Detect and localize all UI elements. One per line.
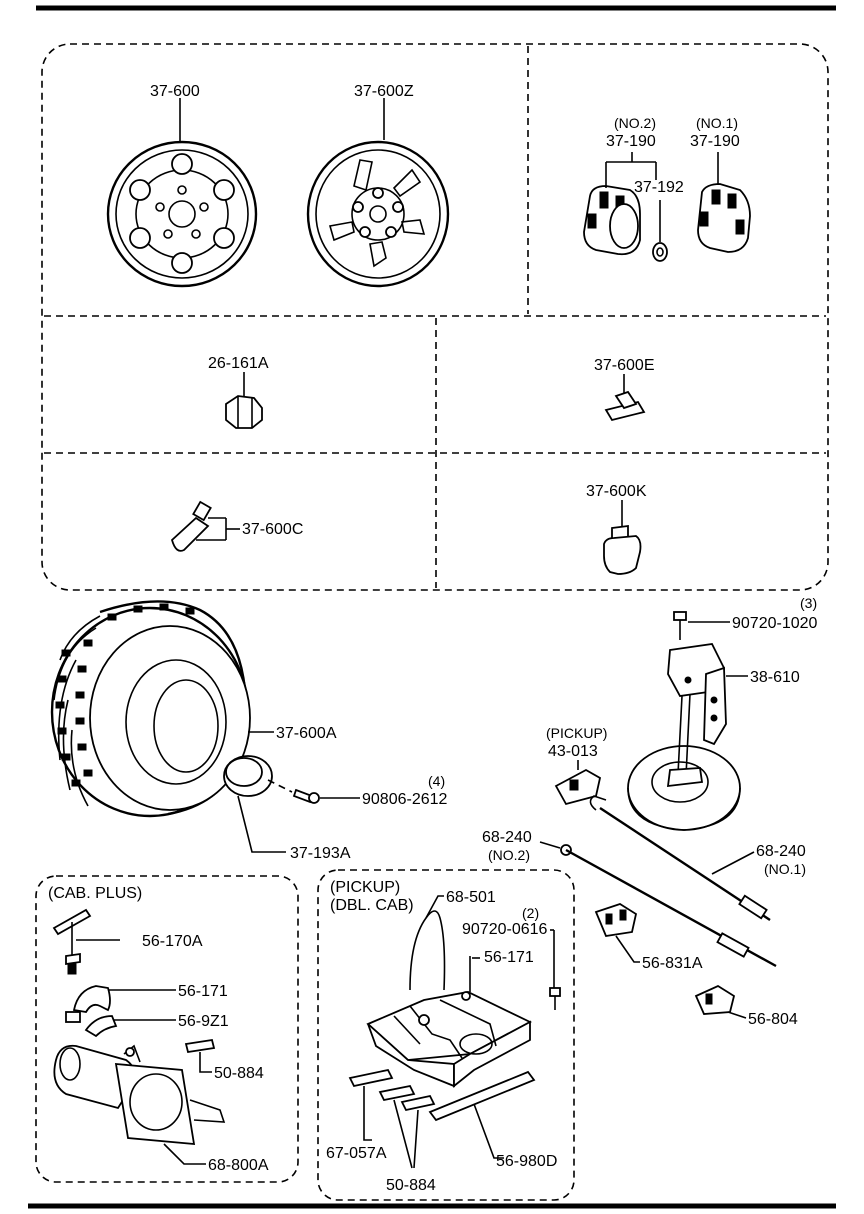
cab-plus-panel: [35, 875, 299, 1183]
pickup-title-1: (PICKUP): [330, 879, 400, 896]
spare-tire: [50, 600, 251, 818]
clip-56-831a: [594, 903, 638, 937]
note-37-190-no2: (NO.2): [614, 115, 656, 131]
cab-plus-title: (CAB. PLUS): [48, 885, 142, 902]
steel-wheel: [106, 140, 258, 288]
label-90806-2612: 90806-2612: [362, 791, 448, 808]
note-43-013: (PICKUP): [546, 725, 607, 741]
label-43-013: 43-013: [548, 743, 598, 760]
label-56-170a: 56-170A: [142, 933, 203, 950]
hub-cap: [223, 755, 273, 797]
part-50-884-left: [184, 1038, 216, 1054]
part-56-9z1: [84, 1015, 118, 1038]
tire-tread-pattern: [55, 603, 195, 787]
label-56-980d: 56-980D: [496, 1153, 557, 1170]
tire-valve: [170, 500, 212, 552]
part-56-171-left: [65, 985, 111, 1023]
clip-56-804: [694, 984, 736, 1015]
part-56-170a: [52, 908, 92, 975]
label-38-610: 38-610: [750, 669, 800, 686]
note-68-240-no2: (NO.2): [488, 847, 530, 863]
storage-tray: [366, 991, 532, 1088]
label-37-600: 37-600: [150, 83, 200, 100]
label-37-193a: 37-193A: [290, 845, 351, 862]
label-37-190-no2: 37-190: [606, 133, 656, 150]
mat-56-980d: [428, 1070, 536, 1122]
label-50-884-left: 50-884: [214, 1065, 264, 1082]
center-cap-no2: [583, 185, 641, 256]
label-56-9z1: 56-9Z1: [178, 1013, 229, 1030]
label-68-800a: 68-800A: [208, 1157, 269, 1174]
label-37-600e: 37-600E: [594, 357, 655, 374]
bolt-90720-0616: [549, 987, 561, 1010]
label-67-057a: 67-057A: [326, 1145, 387, 1162]
label-56-171-left: 56-171: [178, 983, 228, 1000]
label-68-240-no1: 68-240: [756, 843, 806, 860]
label-68-501: 68-501: [446, 889, 496, 906]
pickup-title-2: (DBL. CAB): [330, 897, 414, 914]
bolt-90806-2612: [292, 788, 320, 804]
label-37-600k: 37-600K: [586, 483, 647, 500]
note-68-240-no1: (NO.1): [764, 861, 806, 877]
storage-bracket-68-800a: [53, 1044, 226, 1146]
note-37-190-no1: (NO.1): [696, 115, 738, 131]
label-90720-0616: 90720-0616: [462, 921, 548, 938]
label-50-884-bottom: 50-884: [386, 1177, 436, 1194]
jack-handle-no2: [560, 844, 777, 968]
alloy-wheel: [306, 140, 450, 288]
bolt-90720-1020: [673, 611, 687, 640]
label-37-600a: 37-600A: [276, 725, 337, 742]
qty-90720-0616: (2): [522, 905, 539, 921]
qty-90720-1020: (3): [800, 595, 817, 611]
jack-handle-no1: [589, 795, 771, 922]
washer-37-192: [652, 242, 668, 262]
label-56-171-right: 56-171: [484, 949, 534, 966]
lug-nut: [225, 395, 263, 429]
spare-tire-carrier: [627, 643, 741, 831]
label-37-600c: 37-600C: [242, 521, 303, 538]
label-37-192: 37-192: [634, 179, 684, 196]
label-68-240-no2: 68-240: [482, 829, 532, 846]
balance-weight-adhesive: [603, 524, 642, 575]
label-56-831a: 56-831A: [642, 955, 703, 972]
pads-50-884: [348, 1068, 436, 1112]
balance-weight-clip: [604, 390, 646, 422]
label-90720-1020: 90720-1020: [732, 615, 818, 632]
clip-43-013: [554, 768, 602, 806]
wheel-panel-grid: [41, 43, 829, 591]
pickup-dbl-cab-panel: [317, 869, 575, 1201]
label-26-161a: 26-161A: [208, 355, 269, 372]
qty-90806-2612: (4): [428, 773, 445, 789]
label-56-804: 56-804: [748, 1011, 798, 1028]
label-37-600z: 37-600Z: [354, 83, 414, 100]
label-37-190-no1: 37-190: [690, 133, 740, 150]
center-cap-no1: [697, 183, 751, 253]
strap-68-501: [409, 910, 446, 991]
